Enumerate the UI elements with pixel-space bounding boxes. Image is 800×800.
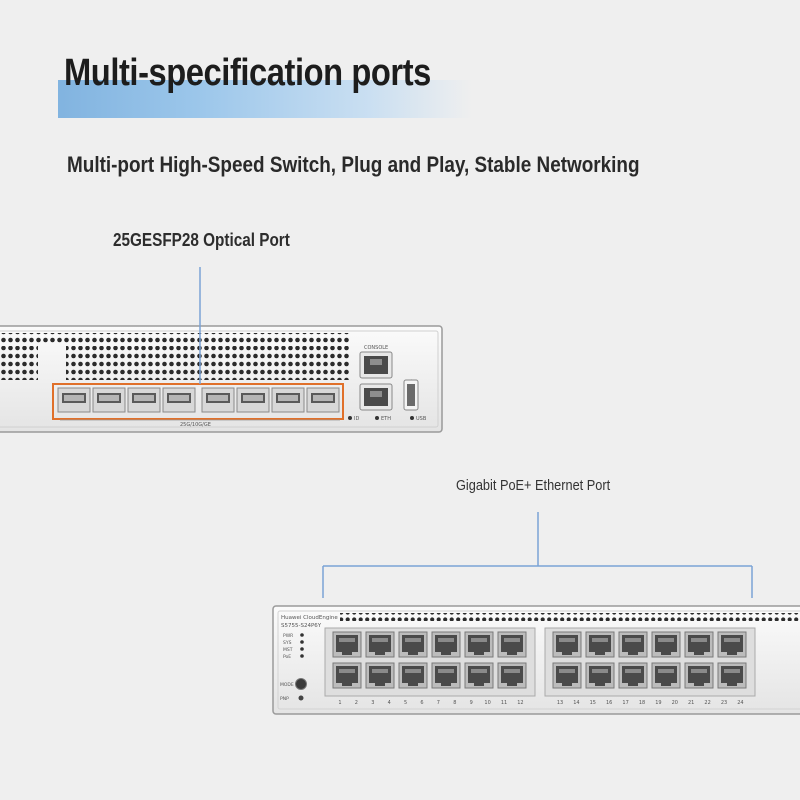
svg-text:ID: ID bbox=[354, 416, 359, 422]
pnp-indicator: PNP bbox=[280, 695, 304, 702]
switch-top: 25G/10G/GE CONSOLE ⭍ ID ETH USB bbox=[0, 325, 443, 433]
port-number: 12 bbox=[517, 700, 523, 706]
vent-grille bbox=[0, 333, 350, 344]
rj45-port bbox=[464, 631, 494, 658]
rj45-port bbox=[497, 631, 527, 658]
brand-label: Huawei CloudEngine bbox=[281, 615, 338, 621]
sfp-group-label: 25G/10G/GE bbox=[180, 422, 211, 428]
rj45-port bbox=[552, 631, 582, 658]
rj45-port bbox=[552, 662, 582, 689]
port-number: 4 bbox=[388, 700, 391, 706]
sfp-port-group bbox=[57, 387, 340, 413]
rj45-port bbox=[398, 662, 428, 689]
port-number: 2 bbox=[355, 700, 358, 706]
port-number: 21 bbox=[688, 700, 694, 706]
svg-text:SYS: SYS bbox=[283, 640, 292, 646]
console-port: CONSOLE bbox=[359, 345, 393, 379]
rj45-port bbox=[464, 662, 494, 689]
status-leds: PWR SYS MST PoE bbox=[283, 633, 304, 660]
port-number: 18 bbox=[639, 700, 645, 706]
title-block: Multi-specification ports bbox=[56, 50, 476, 118]
port-number: 6 bbox=[420, 700, 423, 706]
port-number: 8 bbox=[453, 700, 456, 706]
usb-port: ⭍ bbox=[403, 378, 419, 411]
port-number: 15 bbox=[590, 700, 596, 706]
port-number: 23 bbox=[721, 700, 727, 706]
rj45-port bbox=[651, 631, 681, 658]
svg-text:PNP: PNP bbox=[280, 696, 289, 702]
port-number: 1 bbox=[338, 700, 341, 706]
rj45-port-group bbox=[332, 631, 747, 689]
rj45-port bbox=[398, 631, 428, 658]
svg-text:CONSOLE: CONSOLE bbox=[364, 345, 388, 351]
rj45-port bbox=[618, 662, 648, 689]
port-status-labels: ID ETH USB bbox=[348, 416, 427, 422]
rj45-port bbox=[332, 662, 362, 689]
svg-text:PWR: PWR bbox=[283, 633, 293, 639]
rj45-port bbox=[365, 662, 395, 689]
switch-bottom: Huawei CloudEngine S5755-S24P6Y PWR SYS … bbox=[272, 605, 800, 715]
port-number: 14 bbox=[573, 700, 579, 706]
svg-text:ETH: ETH bbox=[381, 416, 391, 422]
svg-text:MST: MST bbox=[283, 647, 293, 653]
port-number: 5 bbox=[404, 700, 407, 706]
rj45-port bbox=[585, 662, 615, 689]
model-label: S5755-S24P6Y bbox=[281, 623, 322, 629]
rj45-port bbox=[684, 662, 714, 689]
rj45-port bbox=[431, 631, 461, 658]
vent-grille bbox=[340, 613, 800, 621]
rj45-port bbox=[332, 631, 362, 658]
port-number: 7 bbox=[437, 700, 440, 706]
rj45-port bbox=[431, 662, 461, 689]
page-subtitle: Multi-port High-Speed Switch, Plug and P… bbox=[67, 152, 640, 177]
port-number: 3 bbox=[371, 700, 374, 706]
port-number: 16 bbox=[606, 700, 612, 706]
mode-button: MODE bbox=[280, 678, 307, 690]
rj45-port bbox=[585, 631, 615, 658]
svg-text:USB: USB bbox=[416, 416, 427, 422]
vent-grille bbox=[0, 346, 38, 380]
sfp-port-highlight-box bbox=[52, 383, 344, 420]
title-accent-bar bbox=[58, 80, 472, 118]
port-number: 9 bbox=[470, 700, 473, 706]
port-number: 11 bbox=[501, 700, 507, 706]
rj45-port bbox=[684, 631, 714, 658]
vent-grille bbox=[66, 346, 350, 380]
eth-management-port bbox=[359, 383, 393, 411]
rj45-port bbox=[497, 662, 527, 689]
port-number: 10 bbox=[484, 700, 490, 706]
port-number: 19 bbox=[655, 700, 661, 706]
rj45-port bbox=[717, 662, 747, 689]
rj45-port bbox=[365, 631, 395, 658]
svg-text:MODE: MODE bbox=[280, 682, 294, 688]
svg-text:PoE: PoE bbox=[283, 654, 291, 660]
page-title: Multi-specification ports bbox=[64, 52, 431, 94]
port-number: 13 bbox=[557, 700, 563, 706]
port-number: 20 bbox=[672, 700, 678, 706]
port-number: 22 bbox=[704, 700, 710, 706]
rj45-port bbox=[717, 631, 747, 658]
ethernet-port-callout-label: Gigabit PoE+ Ethernet Port bbox=[456, 477, 611, 494]
ethernet-callout-bracket bbox=[322, 512, 753, 598]
port-number: 24 bbox=[737, 700, 743, 706]
optical-port-callout-label: 25GESFP28 Optical Port bbox=[113, 230, 290, 250]
rj45-port bbox=[651, 662, 681, 689]
rj45-port bbox=[618, 631, 648, 658]
port-number: 17 bbox=[622, 700, 628, 706]
